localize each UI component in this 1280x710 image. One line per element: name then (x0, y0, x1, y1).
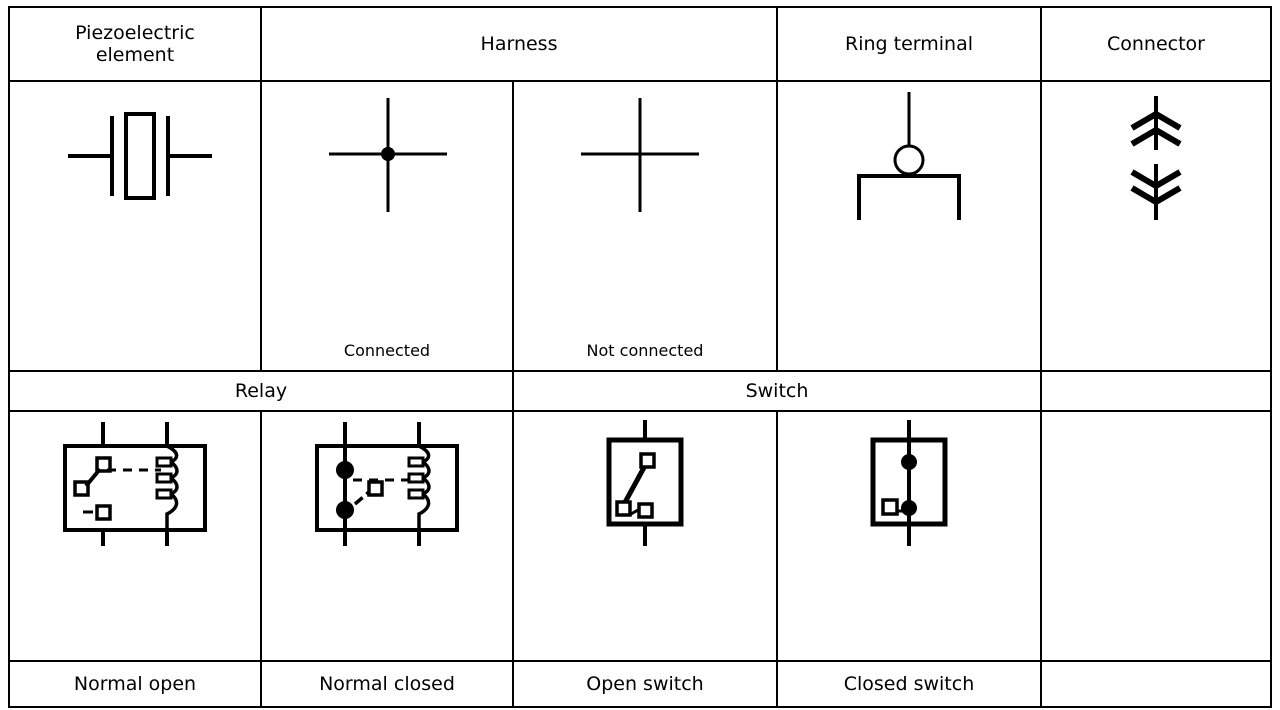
relay-normal-closed-symbol (315, 422, 459, 546)
header-connector: Connector (1040, 6, 1272, 82)
open-switch-wrap (514, 412, 776, 660)
cell-harness-not-connected: Not connected (512, 80, 778, 372)
relay-normal-open-wrap (10, 412, 260, 660)
table-label-row: Normal open Normal closed Open switch Cl… (8, 660, 1272, 708)
piezoelectric-symbol-wrap (10, 82, 260, 370)
label-closed-switch: Closed switch (776, 660, 1042, 708)
cell-open-switch (512, 410, 778, 662)
band-relay: Relay (8, 370, 514, 412)
header-piezoelectric-line1: Piezoelectric (75, 21, 195, 44)
symbol-row-bottom (8, 410, 1272, 662)
ring-terminal-wrap (778, 82, 1040, 370)
cell-connector (1040, 80, 1272, 372)
cell-relay-normal-open (8, 410, 262, 662)
switch-closed-symbol (870, 420, 948, 546)
cell-piezoelectric-element (8, 80, 262, 372)
junction-dot-upper (336, 461, 354, 479)
table-band-row: Relay Switch (8, 370, 1272, 412)
header-piezoelectric-element: Piezoelectric element (8, 6, 262, 82)
header-ring-terminal: Ring terminal (776, 6, 1042, 82)
header-harness: Harness (260, 6, 778, 82)
label-open-switch: Open switch (512, 660, 778, 708)
cell-closed-switch (776, 410, 1042, 662)
cell-bottom-empty (1040, 410, 1272, 662)
electrical-symbols-table: Piezoelectric element Harness Ring termi… (8, 6, 1272, 708)
harness-connected-wrap: Connected (262, 82, 512, 370)
table-header-row: Piezoelectric element Harness Ring termi… (8, 6, 1272, 82)
label-normal-open: Normal open (8, 660, 262, 708)
cell-relay-normal-closed (260, 410, 514, 662)
contact-dot-upper (901, 454, 917, 470)
harness-not-connected-wrap: Not connected (514, 82, 776, 370)
header-piezoelectric-line2: element (95, 44, 175, 66)
label-empty-cell (1040, 660, 1272, 708)
piezoelectric-element-symbol (68, 112, 212, 200)
band-empty-cell (1040, 370, 1272, 412)
caption-not-connected: Not connected (586, 341, 704, 360)
cell-ring-terminal (776, 80, 1042, 372)
caption-connected: Connected (343, 341, 431, 360)
connector-wrap (1042, 82, 1270, 370)
cell-harness-connected: Connected (260, 80, 514, 372)
harness-connected-symbol (329, 98, 447, 212)
connector-symbol (1130, 96, 1182, 220)
closed-switch-wrap (778, 412, 1040, 660)
junction-dot (381, 147, 395, 161)
relay-normal-closed-wrap (262, 412, 512, 660)
label-normal-closed: Normal closed (260, 660, 514, 708)
ring-terminal-symbol (857, 92, 961, 220)
symbol-row-top: Connected Not connected (8, 80, 1272, 372)
relay-normal-open-symbol (63, 422, 207, 546)
switch-open-symbol (606, 420, 684, 546)
harness-not-connected-symbol (581, 98, 699, 212)
junction-dot-lower (336, 501, 354, 519)
band-switch: Switch (512, 370, 1042, 412)
contact-dot-lower (901, 500, 917, 516)
